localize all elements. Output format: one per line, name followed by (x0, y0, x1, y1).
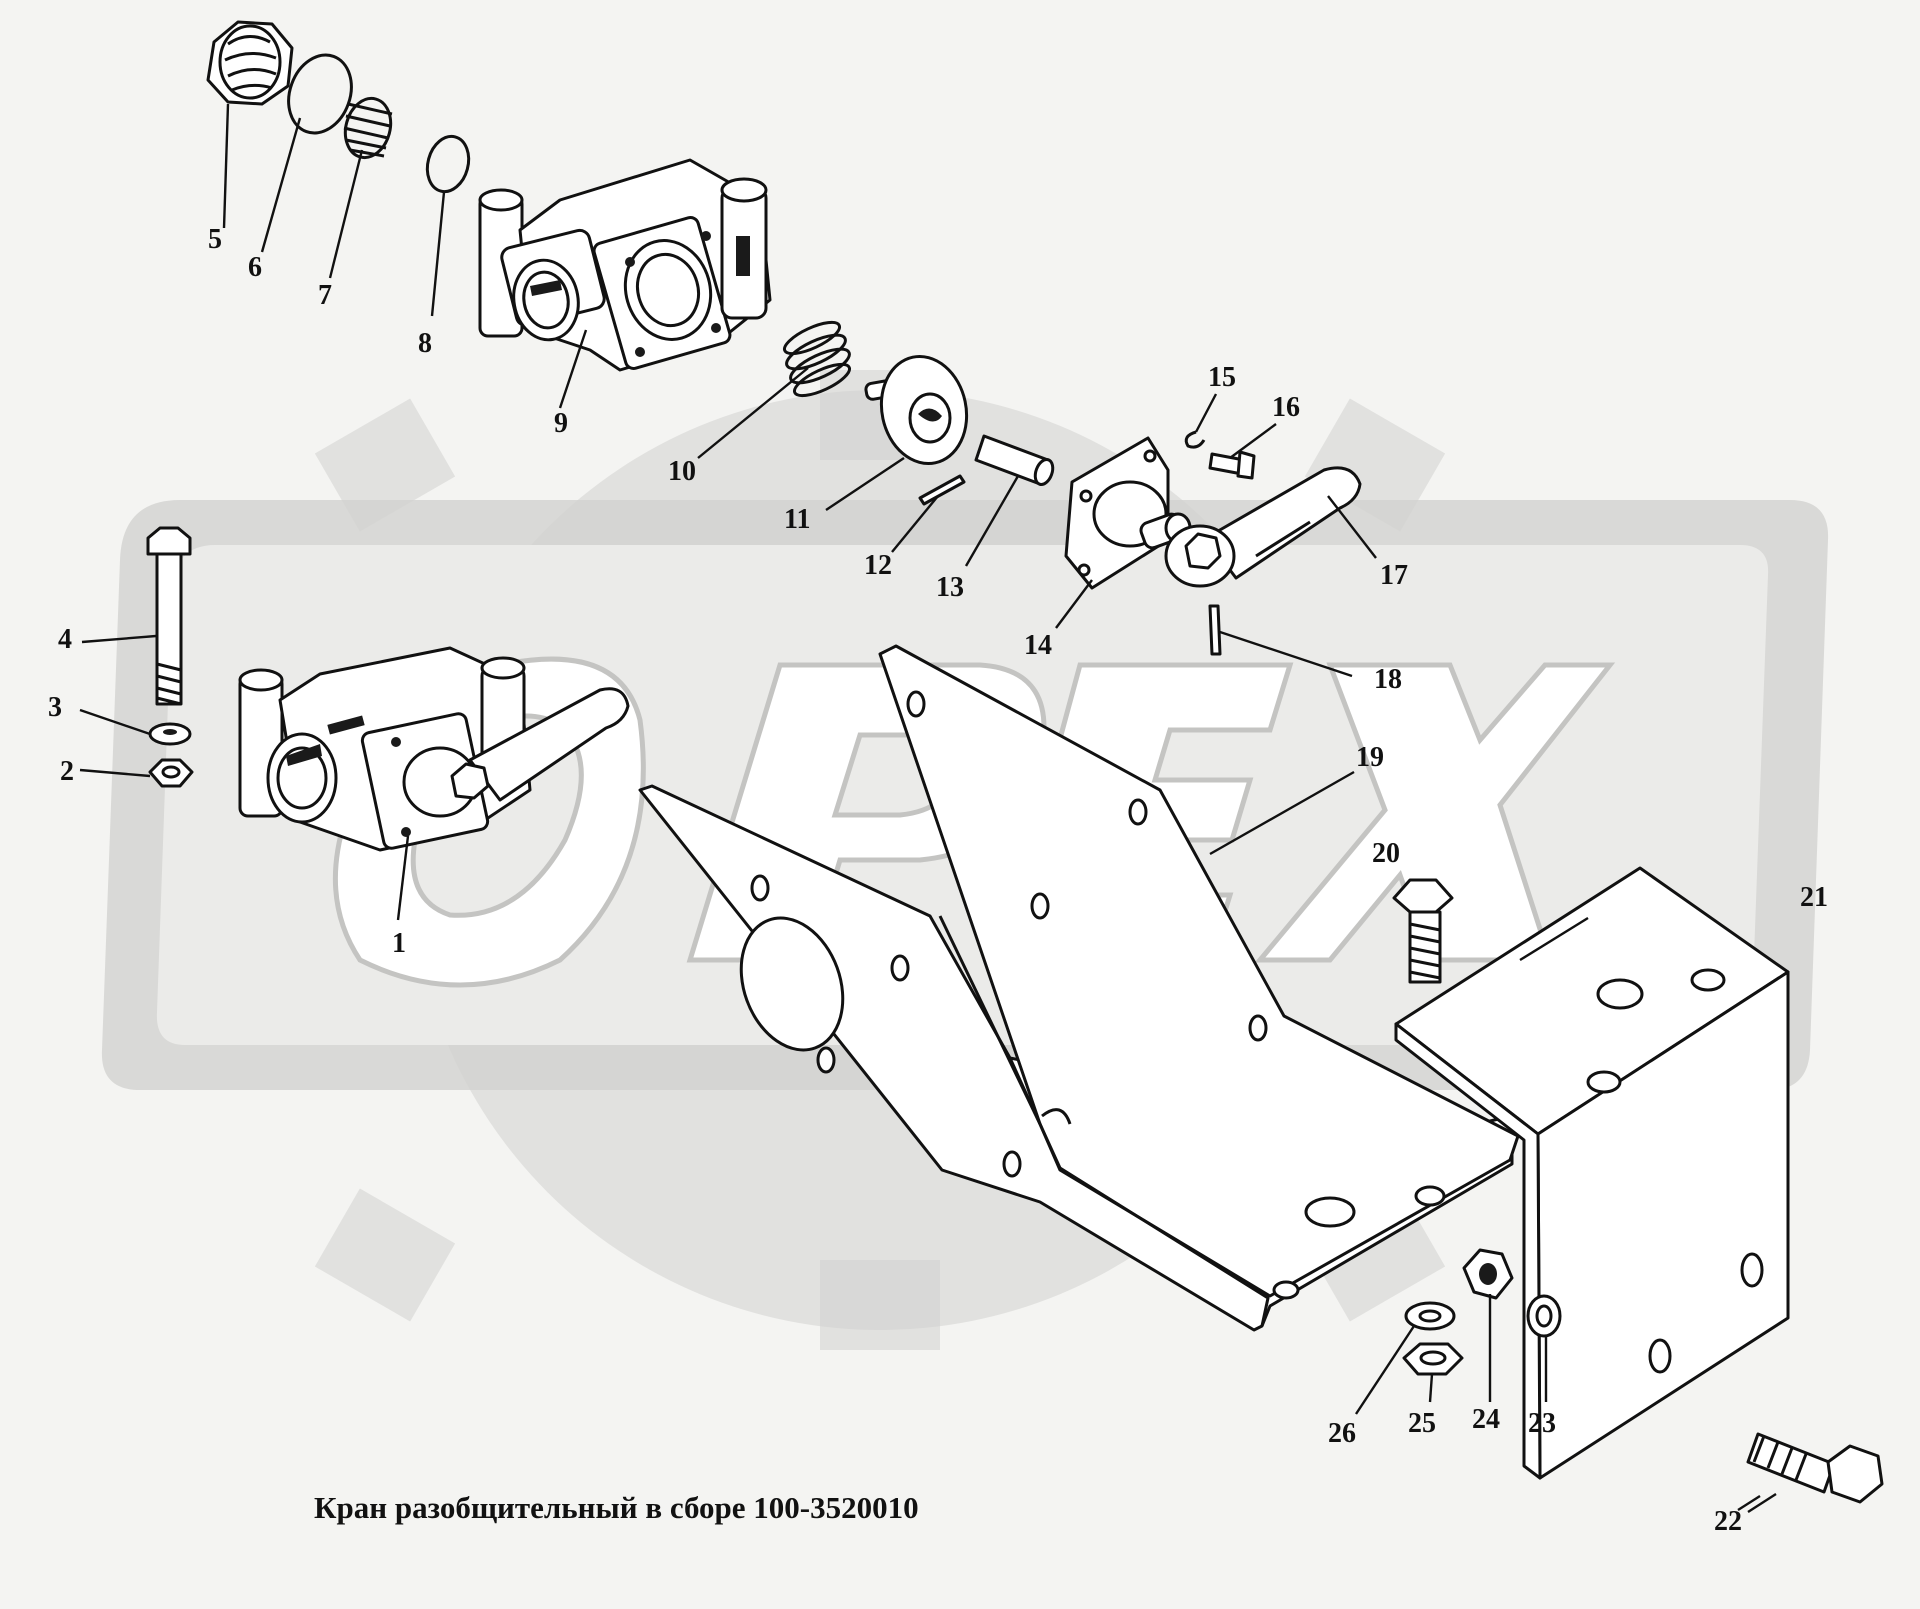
part-19-bracket (638, 644, 1520, 1332)
part-24-nut (1462, 1248, 1514, 1300)
callout-3: 3 (48, 692, 62, 723)
callout-19: 19 (1356, 742, 1384, 773)
callout-5: 5 (208, 224, 222, 255)
callout-9: 9 (554, 408, 568, 439)
part-10-spring (782, 320, 852, 398)
part-12-pin (918, 474, 966, 506)
part-15-clip (1184, 430, 1206, 449)
callout-26: 26 (1328, 1418, 1356, 1449)
callout-25: 25 (1408, 1408, 1436, 1439)
part-13-axle (974, 434, 1055, 487)
callout-22: 22 (1714, 1506, 1742, 1537)
callout-8: 8 (418, 328, 432, 359)
callout-20: 20 (1372, 838, 1400, 869)
part-11-valve-disc (864, 354, 969, 466)
callout-24: 24 (1472, 1404, 1500, 1435)
part-3-washer (148, 722, 192, 746)
callout-23: 23 (1528, 1408, 1556, 1439)
callout-15: 15 (1208, 362, 1236, 393)
callout-18: 18 (1374, 664, 1402, 695)
part-26-washer (1404, 1301, 1456, 1331)
callout-2: 2 (60, 756, 74, 787)
part-18-split-pin (1208, 604, 1222, 656)
callout-14: 14 (1024, 630, 1052, 661)
callout-13: 13 (936, 572, 964, 603)
callout-12: 12 (864, 550, 892, 581)
callout-6: 6 (248, 252, 262, 283)
callout-4: 4 (58, 624, 72, 655)
callout-1: 1 (392, 928, 406, 959)
callout-21: 21 (1800, 882, 1828, 913)
part-9-valve-housing (478, 158, 772, 372)
part-14-cover (1064, 436, 1192, 590)
callout-10: 10 (668, 456, 696, 487)
callout-numbers: 1 2 3 4 5 6 7 8 9 10 11 12 13 14 15 16 1… (48, 224, 1828, 1537)
callout-16: 16 (1272, 392, 1300, 423)
part-20-bolt (1392, 878, 1454, 984)
part-25-nut (1402, 1342, 1464, 1376)
part-2-nut (148, 758, 194, 788)
part-4-bolt (146, 526, 192, 706)
leader-lines (79, 103, 1777, 1514)
part-8-ring (425, 134, 471, 194)
part-21-block (1394, 866, 1790, 1480)
part-1-valve-assembly (238, 646, 630, 852)
part-17-handle (1164, 466, 1362, 588)
part-5-plug (206, 20, 294, 106)
callout-7: 7 (318, 280, 332, 311)
part-16-bolt (1208, 450, 1256, 480)
callout-11: 11 (784, 504, 810, 535)
callout-17: 17 (1380, 560, 1408, 591)
part-22-bolt (1746, 1432, 1884, 1504)
part-23-spring-washer (1526, 1294, 1562, 1338)
diagram-caption: Кран разобщительный в сборе 100-3520010 (314, 1490, 919, 1525)
